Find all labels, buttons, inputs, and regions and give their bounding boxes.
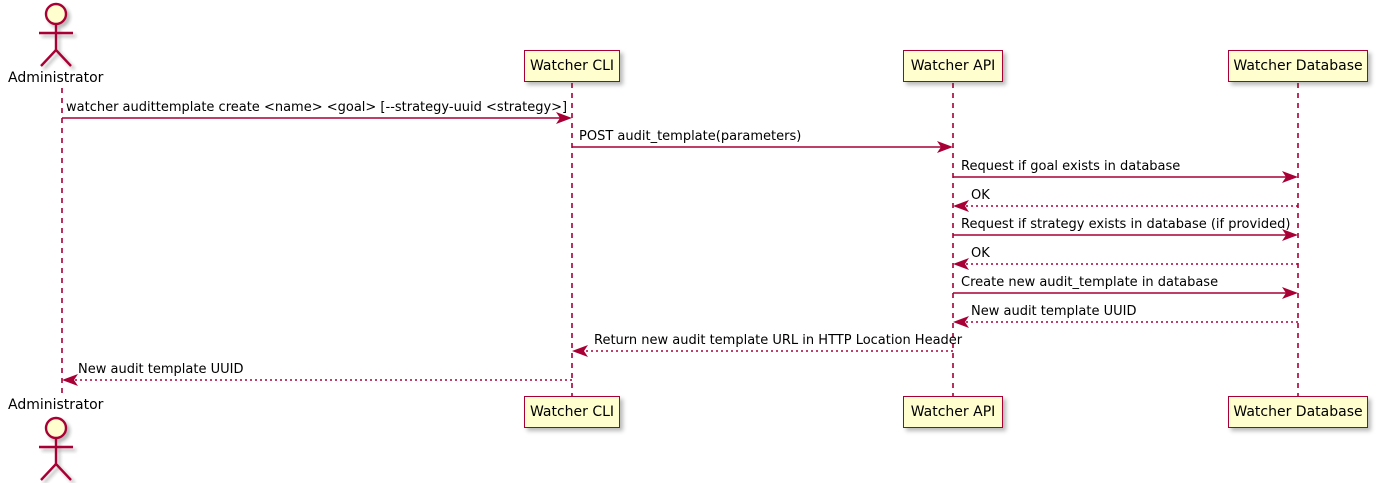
message-arrow-8 — [953, 316, 1298, 328]
lifelines — [61, 83, 1299, 396]
message-arrow-5 — [953, 229, 1298, 241]
actor-label-administrator-bottom: Administrator — [8, 397, 104, 413]
participant-label-watcher-api-bottom: Watcher API — [910, 404, 996, 420]
actor-administrator-bottom — [39, 416, 73, 481]
message-arrow-4 — [953, 200, 1298, 212]
actor-administrator-top — [39, 2, 73, 67]
message-arrow-3 — [953, 171, 1298, 183]
participant-box-watcher-api-top[interactable]: Watcher API — [903, 50, 1003, 82]
message-arrow-9 — [572, 345, 953, 357]
participant-label-watcher-database-bottom: Watcher Database — [1233, 404, 1363, 420]
participant-label-watcher-cli-bottom: Watcher CLI — [529, 404, 615, 420]
message-arrow-6 — [953, 258, 1298, 270]
participant-box-watcher-database-bottom[interactable]: Watcher Database — [1228, 396, 1368, 428]
message-label-10: New audit template UUID — [78, 362, 244, 377]
participant-box-watcher-database-top[interactable]: Watcher Database — [1228, 50, 1368, 82]
participant-label-watcher-cli-top: Watcher CLI — [529, 58, 615, 74]
message-label-3: Request if goal exists in database — [961, 159, 1181, 174]
participant-box-watcher-api-bottom[interactable]: Watcher API — [903, 396, 1003, 428]
message-arrow-2 — [572, 141, 953, 153]
message-label-4: OK — [971, 188, 990, 203]
message-arrow-7 — [953, 287, 1298, 299]
actor-label-administrator-top: Administrator — [8, 70, 104, 86]
message-arrows — [62, 112, 1298, 386]
message-label-2: POST audit_template(parameters) — [579, 129, 802, 144]
message-arrow-1 — [62, 112, 572, 124]
participant-label-watcher-database-top: Watcher Database — [1233, 58, 1363, 74]
message-label-8: New audit template UUID — [971, 304, 1137, 319]
message-label-9: Return new audit template URL in HTTP Lo… — [594, 333, 963, 348]
message-label-6: OK — [971, 246, 990, 261]
participant-label-watcher-api-top: Watcher API — [910, 58, 996, 74]
message-label-1: watcher audittemplate create <name> <goa… — [66, 100, 568, 115]
message-label-7: Create new audit_template in database — [961, 275, 1219, 290]
message-label-5: Request if strategy exists in database (… — [961, 217, 1291, 232]
message-arrow-10 — [62, 374, 572, 386]
participant-box-watcher-cli-bottom[interactable]: Watcher CLI — [524, 396, 620, 428]
participant-box-watcher-cli-top[interactable]: Watcher CLI — [524, 50, 620, 82]
